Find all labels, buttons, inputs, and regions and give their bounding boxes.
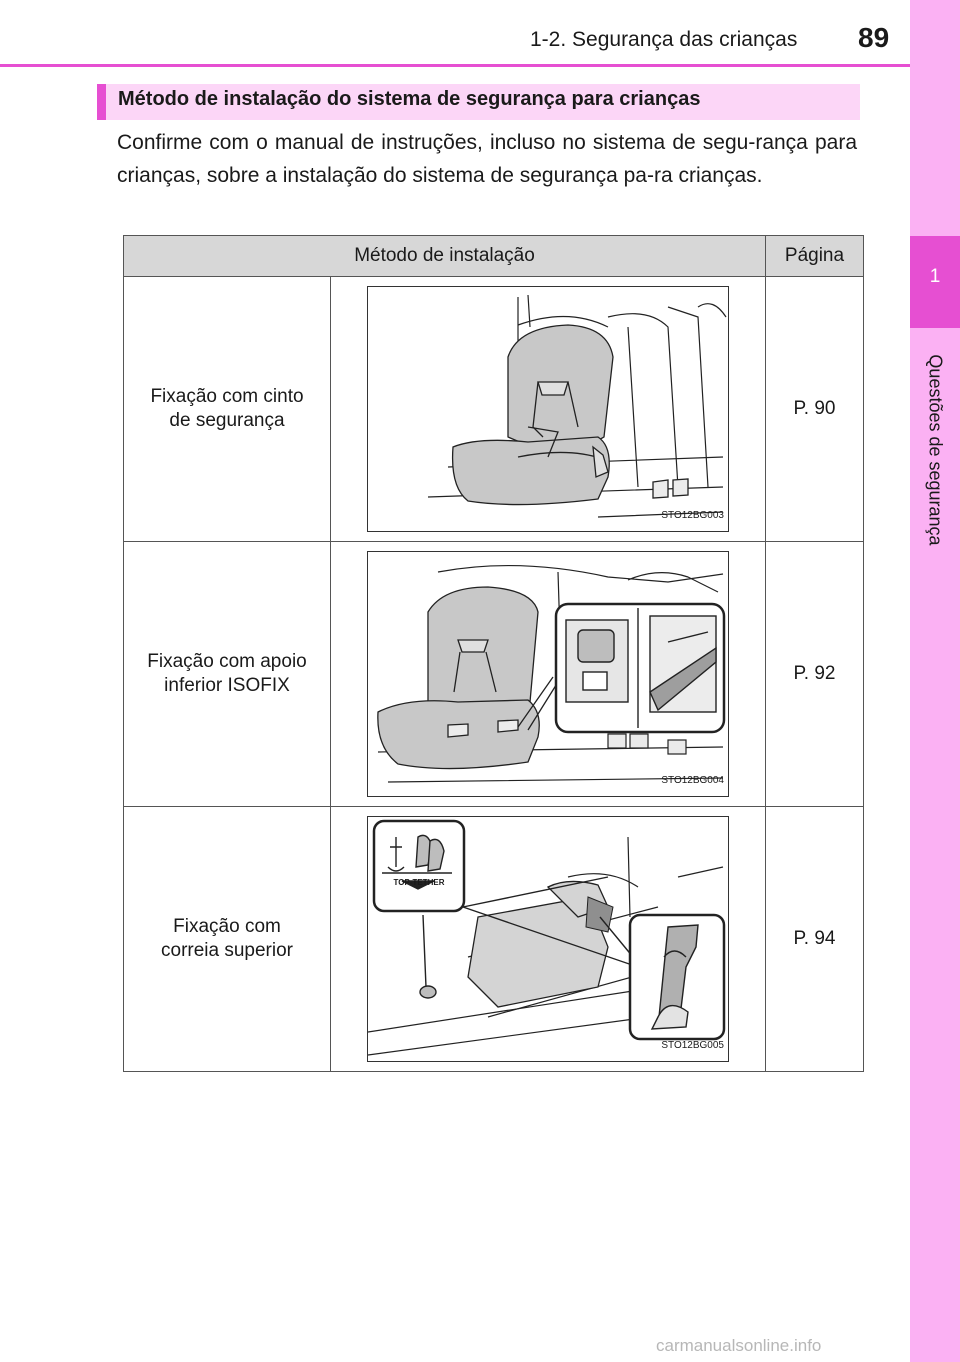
figure-code: STO12BG005: [661, 1040, 724, 1051]
chapter-number: 1: [910, 236, 960, 328]
chapter-label: Questões de segurança: [925, 354, 946, 546]
figure-cell: STO12BG003: [330, 276, 766, 542]
method-label: inferior ISOFIX: [164, 675, 290, 696]
table-row: Fixação com cinto de segurança: [123, 276, 864, 542]
page-cell: P. 92: [765, 541, 864, 807]
method-label: correia superior: [161, 940, 293, 961]
figure-code: STO12BG004: [661, 775, 724, 786]
installation-method-table: Método de instalação Página Fixação com …: [123, 235, 864, 1072]
header-divider: [0, 64, 910, 67]
table-row: Fixação com apoio inferior ISOFIX: [123, 541, 864, 807]
table-row: Fixação com correia superior: [123, 806, 864, 1072]
method-cell: Fixação com apoio inferior ISOFIX: [123, 541, 331, 807]
chapter-tab: [910, 0, 960, 1362]
watermark: carmanualsonline.info: [656, 1336, 822, 1355]
child-seat-seatbelt-illustration: [427, 294, 727, 518]
running-header: 1-2. Segurança das crianças: [530, 28, 798, 51]
method-label: Fixação com apoio: [147, 651, 307, 672]
top-tether-installation-figure: TOP-TETHER STO12BG005: [367, 816, 729, 1062]
method-label: de segurança: [169, 410, 285, 431]
method-label: Fixação com cinto: [150, 386, 304, 407]
figure-cell: STO12BG004: [330, 541, 766, 807]
child-seat-top-tether-illustration: [368, 819, 726, 1056]
table-header-row: Método de instalação Página: [123, 235, 864, 277]
page-cell: P. 90: [765, 276, 864, 542]
intro-paragraph: Confirme com o manual de instruções, inc…: [117, 131, 857, 187]
seatbelt-installation-figure: STO12BG003: [367, 286, 729, 532]
page-number: 89: [858, 22, 890, 53]
section-title: Método de instalação do sistema de segur…: [97, 84, 860, 120]
child-seat-isofix-illustration: [377, 564, 726, 783]
method-cell: Fixação com correia superior: [123, 806, 331, 1072]
header-method: Método de instalação: [123, 235, 766, 277]
figure-cell: TOP-TETHER STO12BG005: [330, 806, 766, 1072]
method-label: Fixação com: [173, 916, 281, 937]
isofix-installation-figure: STO12BG004: [367, 551, 729, 797]
header-page: Página: [765, 235, 864, 277]
method-cell: Fixação com cinto de segurança: [123, 276, 331, 542]
top-tether-badge: TOP-TETHER: [393, 878, 445, 887]
page-cell: P. 94: [765, 806, 864, 1072]
figure-code: STO12BG003: [661, 510, 724, 521]
